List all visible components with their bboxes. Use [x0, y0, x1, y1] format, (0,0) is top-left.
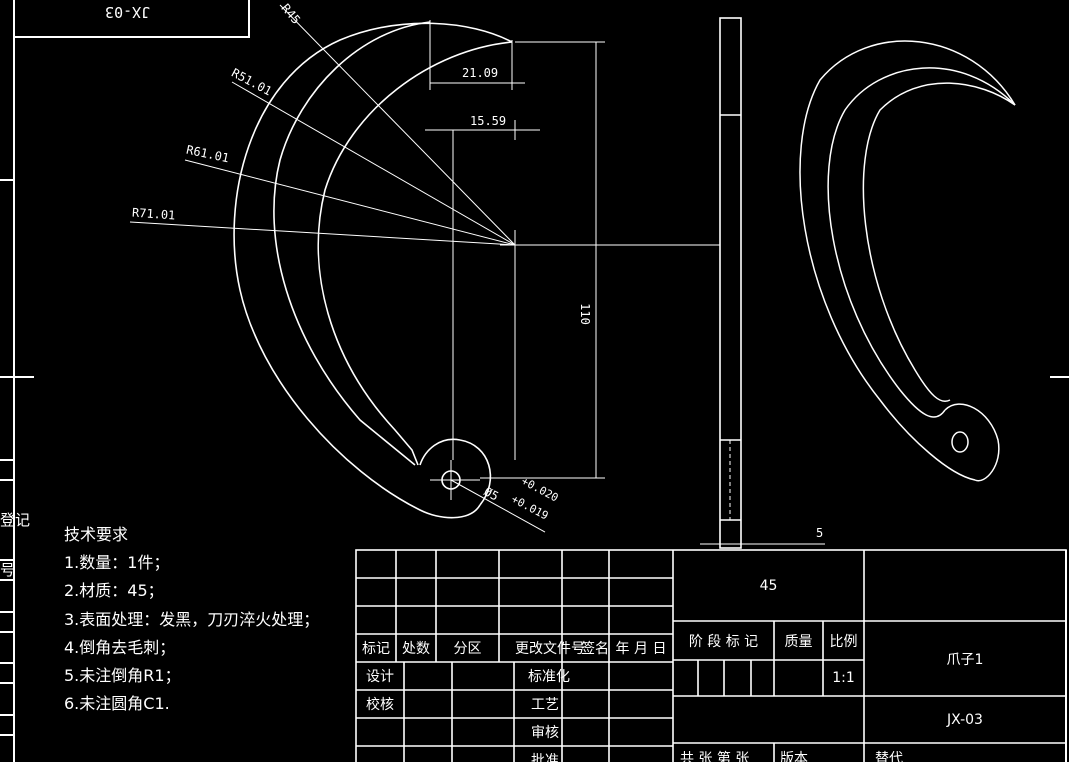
header-signature: 签名 [581, 641, 609, 657]
scale-value: 1:1 [832, 670, 855, 686]
row-mid-approve: 批准 [531, 753, 559, 762]
front-view-claw [233, 21, 513, 519]
left-strip-label: 号 [0, 561, 16, 579]
dim-height: 110 [577, 303, 592, 325]
part-name: 爪子1 [946, 651, 984, 668]
side-view [719, 17, 742, 549]
row-mid-review: 审核 [531, 725, 559, 741]
tech-req-item: 3.表面处理：发黑，刀刃淬火处理； [64, 610, 320, 629]
header-change-doc: 更改文件号 [515, 641, 585, 657]
left-strip-label: 登记 [0, 511, 31, 529]
part-code-rotated: JX-03 [105, 3, 151, 21]
tech-req-item: 1.数量：1件； [64, 553, 170, 572]
header-zone: 分区 [453, 641, 482, 657]
dim-width-top: 21.09 [462, 66, 499, 80]
isometric-view [799, 40, 1016, 482]
version-label: 版本 [780, 751, 808, 762]
dim-offset: 15.59 [470, 114, 507, 128]
tech-req-item: 4.倒角去毛刺； [64, 638, 176, 657]
row-label-empty [356, 746, 404, 762]
header-count: 处数 [402, 641, 430, 657]
scale-label: 比例 [829, 633, 858, 650]
material-value: 45 [759, 577, 778, 594]
header-mark: 标记 [362, 641, 390, 657]
row-mid-standardization: 标准化 [528, 669, 570, 685]
header-date: 年 月 日 [615, 641, 667, 657]
dim-thickness: 5 [816, 526, 824, 540]
mass-label: 质量 [784, 633, 813, 650]
title-block-grid [355, 549, 1067, 762]
drawing-number: JX-03 [947, 711, 983, 728]
stage-mark-label: 阶 段 标 记 [688, 633, 759, 650]
dimension-lines [129, 4, 825, 545]
row-mid-process: 工艺 [531, 697, 559, 713]
row-label-design: 设计 [366, 669, 394, 685]
sheets-label: 共 张 第 张 [680, 751, 750, 762]
row-label-empty [356, 718, 404, 746]
replace-label: 替代 [875, 751, 903, 762]
tech-req-item: 5.未注倒角R1； [64, 666, 181, 685]
dim-r71: R71.01 [131, 205, 176, 223]
tech-req-title: 技术要求 [64, 525, 129, 544]
row-label-check: 校核 [366, 697, 394, 713]
tech-req-item: 6.未注圆角C1. [64, 694, 170, 713]
tech-req-item: 2.材质：45； [64, 581, 164, 600]
